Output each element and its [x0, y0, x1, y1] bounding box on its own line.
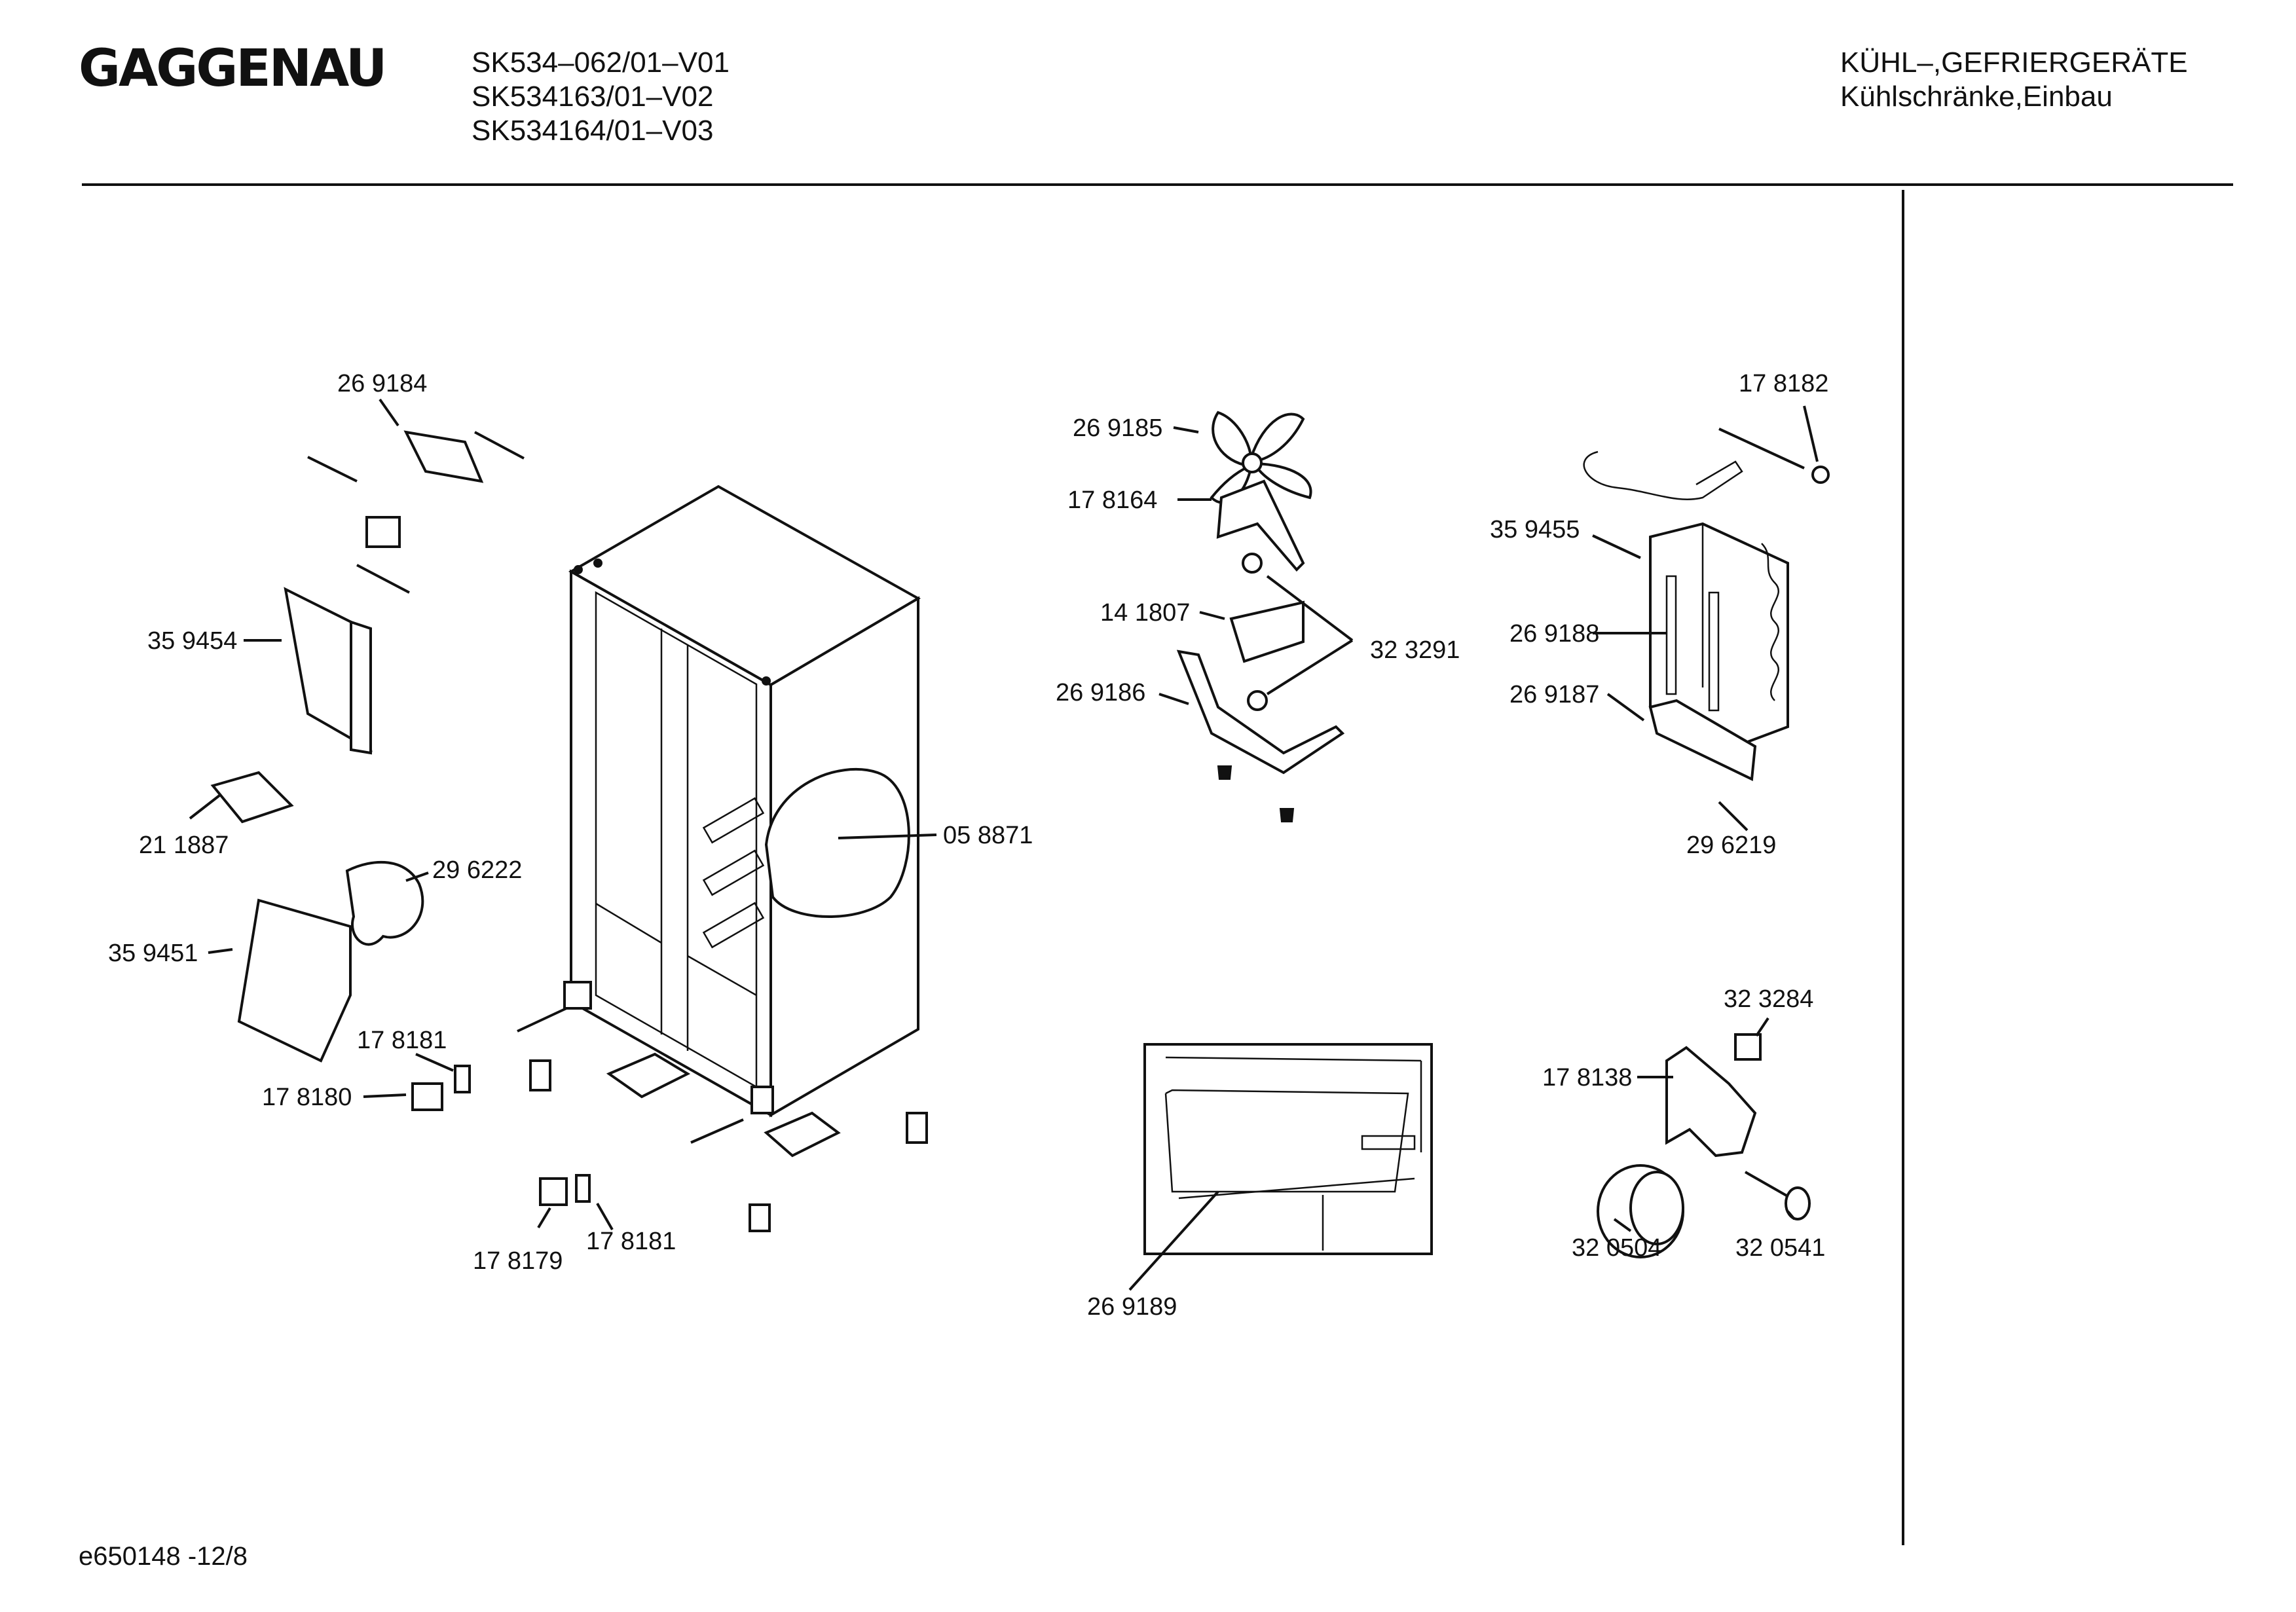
subcategory-title: Kühlschränke,Einbau	[1840, 81, 2113, 113]
caster-leader-lines	[1613, 1017, 1796, 1232]
part-callout: 35 9455	[1490, 516, 1580, 543]
model-number: SK534–062/01–V01	[472, 46, 730, 79]
part-callout: 14 1807	[1100, 599, 1191, 627]
part-callout: 35 9454	[147, 627, 238, 655]
part-callout: 26 9184	[337, 370, 428, 397]
part-callout: 17 8164	[1067, 486, 1158, 514]
rear-panel-drawing	[1143, 1043, 1433, 1255]
fan-leader-lines	[1158, 426, 1354, 705]
part-callout: 35 9451	[108, 940, 198, 967]
model-number: SK534164/01–V03	[472, 115, 714, 147]
category-title: KÜHL–,GEFRIERGERÄTE	[1840, 46, 2188, 79]
part-callout: 17 8179	[473, 1247, 563, 1275]
part-callout: 26 9185	[1073, 414, 1163, 442]
evaporator-leader-lines	[1592, 405, 1819, 832]
document-code: e650148 -12/8	[79, 1542, 248, 1571]
part-callout: 17 8181	[357, 1027, 447, 1054]
left-leader-lines	[189, 398, 937, 1230]
part-callout: 32 3284	[1724, 985, 1814, 1013]
model-number: SK534163/01–V02	[472, 81, 714, 113]
model-list: SK534–062/01–V01 SK534163/01–V02 SK53416…	[472, 46, 730, 148]
rear-panel-leader-line	[1128, 1190, 1219, 1291]
part-callout: 26 9189	[1087, 1293, 1177, 1321]
cabinet-drawing	[563, 485, 921, 1118]
part-callout: 32 0541	[1735, 1234, 1826, 1262]
part-callout: 29 6222	[432, 856, 523, 884]
part-callout: 26 9186	[1056, 679, 1146, 706]
part-callout: 17 8181	[586, 1228, 676, 1255]
caster-drawing	[1597, 1033, 1811, 1258]
part-callout: 05 8871	[943, 822, 1033, 849]
category-block: KÜHL–,GEFRIERGERÄTE Kühlschränke,Einbau	[1840, 46, 2188, 114]
left-small-parts	[210, 430, 928, 1232]
part-callout: 17 8138	[1542, 1064, 1633, 1091]
evaporator-drawing	[1583, 428, 1830, 782]
part-callout: 17 8182	[1739, 370, 1829, 397]
part-callout: 26 9188	[1509, 620, 1600, 648]
brand-logo: GAGGENAU	[79, 39, 387, 98]
part-callout: 17 8180	[262, 1084, 352, 1111]
part-callout: 32 0504	[1572, 1234, 1662, 1262]
part-callout: 21 1887	[139, 832, 229, 859]
part-callout: 32 3291	[1370, 636, 1460, 664]
part-callout: 29 6219	[1686, 832, 1777, 859]
fan-assembly-drawing	[1176, 411, 1345, 822]
part-callout: 26 9187	[1509, 681, 1600, 708]
